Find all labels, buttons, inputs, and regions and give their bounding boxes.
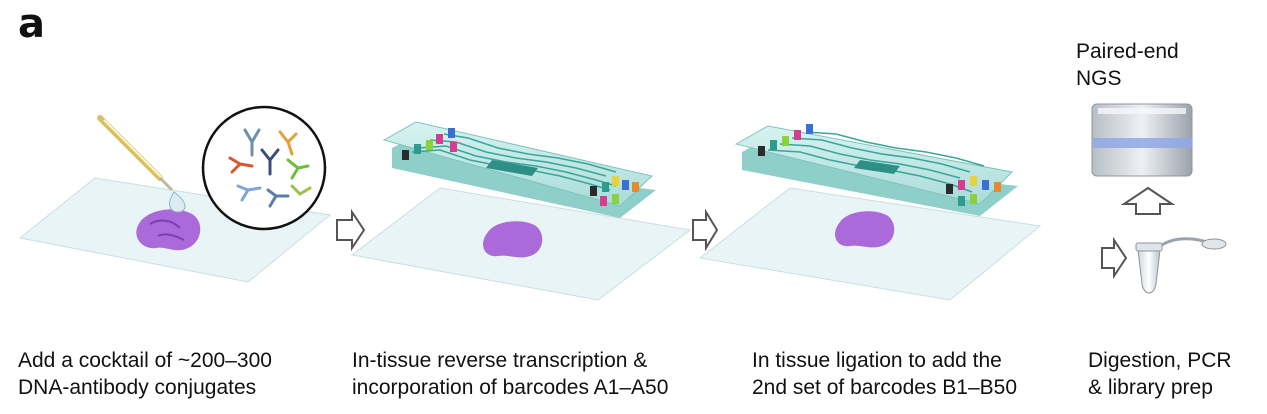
tissue-section-3 — [835, 211, 895, 248]
microfluidic-chip-2 — [734, 124, 1018, 216]
ngs-label-line2: NGS — [1076, 67, 1122, 90]
arrow-step1-to-step2 — [336, 208, 366, 252]
antibody-cocktail-circle — [201, 105, 327, 231]
tissue-section — [136, 209, 201, 251]
microfluidic-chip-1 — [382, 121, 656, 218]
step3-illustration — [698, 124, 1042, 301]
step1-caption-line2: DNA-antibody conjugates — [18, 376, 257, 399]
step3-caption: In tissue ligation to add the 2nd set of… — [752, 347, 1017, 401]
reservoirs-chip-2 — [758, 124, 1001, 206]
step4-caption-line2: & library prep — [1088, 376, 1213, 399]
pipette-icon — [97, 115, 186, 213]
arrow-up-to-sequencer — [1120, 186, 1176, 215]
step4-illustration — [1091, 103, 1227, 294]
step3-caption-line2: 2nd set of barcodes B1–B50 — [752, 376, 1018, 399]
arrow-step2-to-step3 — [692, 208, 719, 252]
arrow-to-tube — [1101, 236, 1128, 280]
step2-caption: In-tissue reverse transcription & incorp… — [352, 347, 668, 401]
step4-caption: Digestion, PCR & library prep — [1088, 347, 1232, 401]
pcr-tube-icon — [1135, 237, 1227, 294]
ngs-label-line1: Paired-end — [1076, 40, 1179, 63]
tissue-section-2 — [483, 221, 543, 258]
step3-caption-line1: In tissue ligation to add the — [752, 349, 1002, 372]
step2-caption-line2: incorporation of barcodes A1–A50 — [352, 376, 669, 399]
ngs-sequencer-icon — [1091, 103, 1193, 177]
panel-label: a — [18, 1, 45, 47]
step2-illustration — [350, 121, 692, 301]
step1-caption: Add a cocktail of ~200–300 DNA-antibody … — [18, 347, 272, 401]
ngs-label: Paired-end NGS — [1076, 38, 1179, 92]
reservoirs-chip-1 — [402, 128, 639, 206]
step4-caption-line1: Digestion, PCR — [1088, 349, 1232, 372]
step1-illustration — [18, 105, 332, 283]
step2-caption-line1: In-tissue reverse transcription & — [352, 349, 648, 372]
step1-caption-line1: Add a cocktail of ~200–300 — [18, 349, 272, 372]
